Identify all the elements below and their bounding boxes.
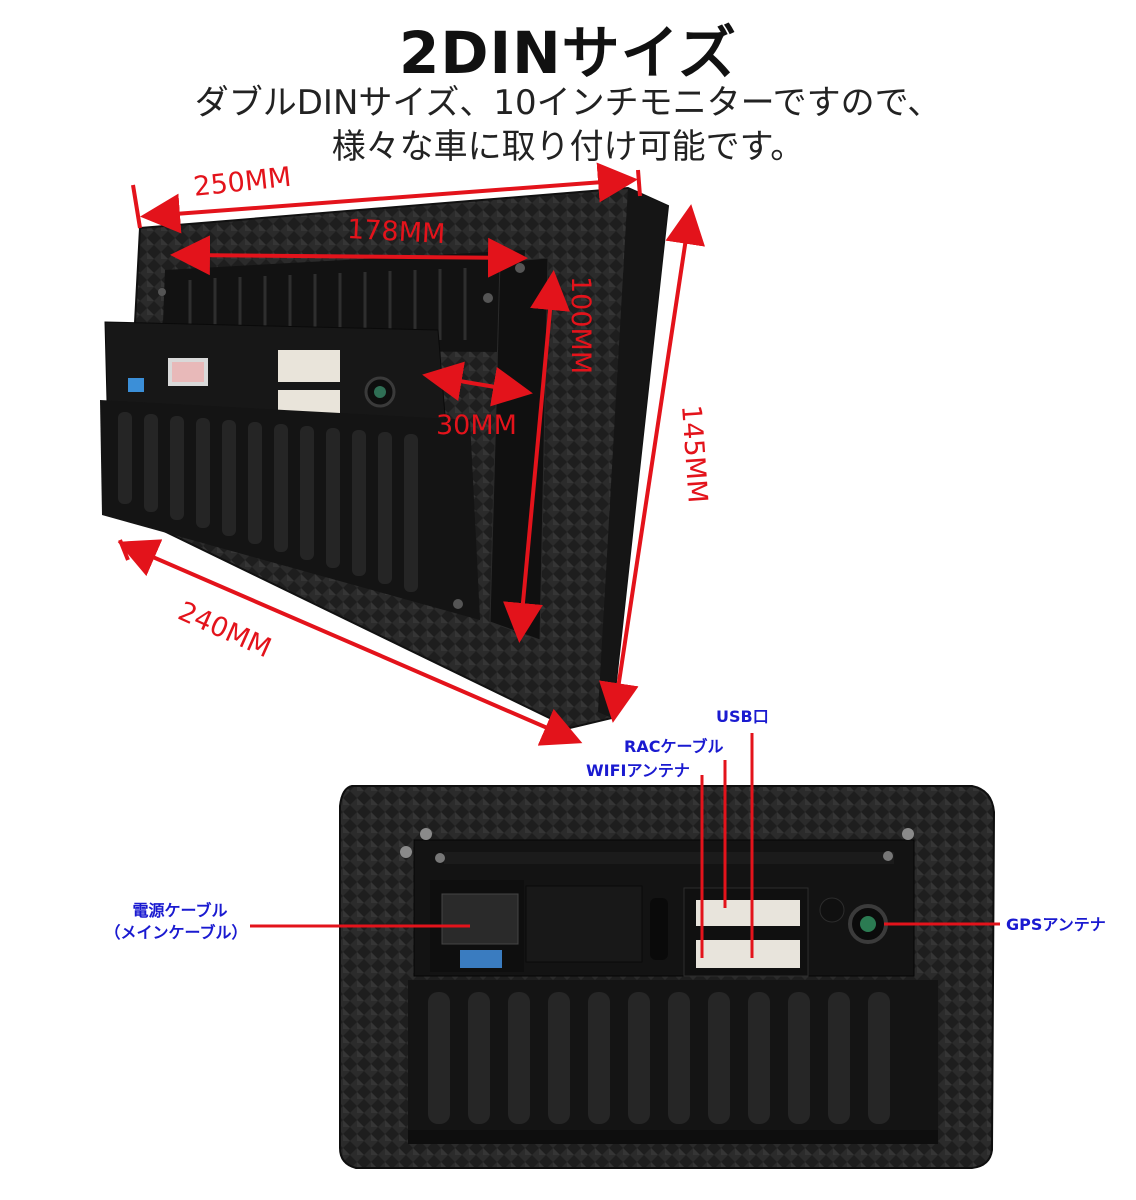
page-title: 2DINサイズ — [399, 19, 737, 87]
device-angled-view — [100, 186, 670, 730]
subtitle-line-1: ダブルDINサイズ、10インチモニターですので、 — [194, 83, 942, 123]
label-wifi: WIFIアンテナ — [586, 761, 690, 780]
label-power-line2: （メインケーブル） — [104, 922, 248, 942]
label-usb: USB口 — [716, 707, 769, 726]
label-gps: GPSアンテナ — [1006, 915, 1106, 934]
dim-depth: 30MM — [436, 410, 517, 441]
dim-height-inner: 100MM — [565, 276, 596, 375]
callout-lines — [250, 733, 1000, 958]
label-power: 電源ケーブル （メインケーブル） — [104, 900, 250, 943]
subtitle-line-2: 様々な車に取り付け可能です。 — [331, 127, 805, 167]
device-rear-view — [339, 785, 996, 1169]
dim-width-inner: 178MM — [346, 214, 447, 251]
dimension-arrows — [117, 162, 705, 746]
label-power-line1: 電源ケーブル — [132, 901, 228, 920]
label-rac: RACケーブル — [624, 737, 724, 756]
